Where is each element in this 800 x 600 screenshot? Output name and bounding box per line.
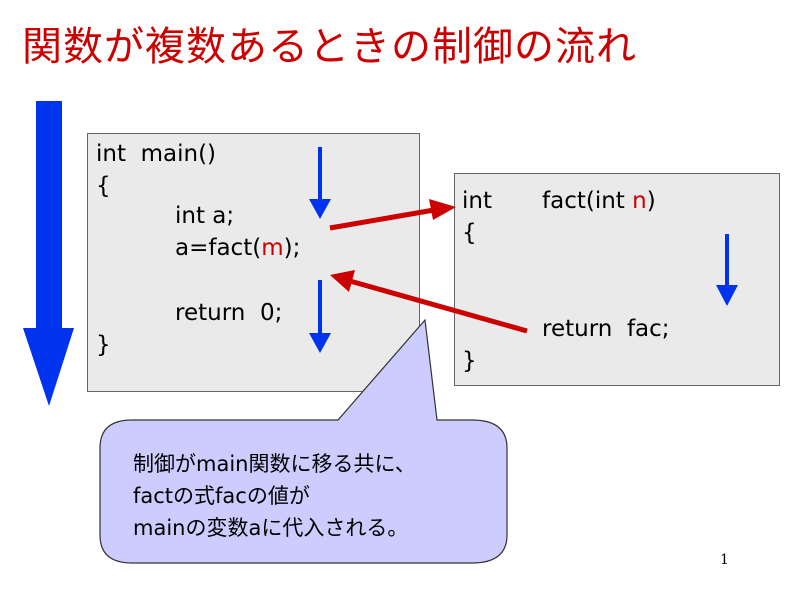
main-flow-arrow-bottom (309, 280, 331, 353)
call-arrow (329, 199, 456, 231)
fact-flow-arrow (716, 234, 738, 306)
fact-parameter: n (632, 188, 647, 214)
callout-bubble (99, 318, 508, 564)
fact-signature-suffix: ) (646, 188, 656, 214)
main-call-line: a=fact(m); (175, 237, 300, 260)
main-function-box (87, 133, 420, 392)
callout-line-3: mainの変数aに代入される。 (133, 516, 409, 540)
fact-signature-prefix: fact(int (542, 188, 633, 214)
main-declaration: int a; (175, 203, 235, 229)
fact-return-type: int (462, 188, 492, 214)
main-close-brace: } (96, 332, 111, 358)
return-arrow (330, 270, 528, 334)
main-call-prefix: a=fact( (175, 235, 262, 261)
main-call-suffix: ); (283, 235, 301, 261)
fact-open-brace: { (462, 220, 477, 246)
main-return: return 0; (175, 300, 283, 326)
callout-line-1: 制御がmain関数に移る共に、 (133, 452, 416, 476)
main-call-argument: m (261, 235, 284, 261)
main-open-brace: { (96, 173, 111, 199)
fact-close-brace: } (462, 348, 477, 374)
callout-line-2: factの式facの値が (133, 484, 310, 508)
program-flow-arrow (23, 101, 74, 406)
page-number: 1 (720, 552, 729, 568)
main-flow-arrow-top (309, 147, 331, 219)
main-signature: int main() (96, 141, 217, 167)
fact-signature: fact(int n) (542, 190, 656, 213)
slide-title: 関数が複数あるときの制御の流れ (22, 24, 637, 70)
fact-return: return fac; (542, 316, 670, 342)
